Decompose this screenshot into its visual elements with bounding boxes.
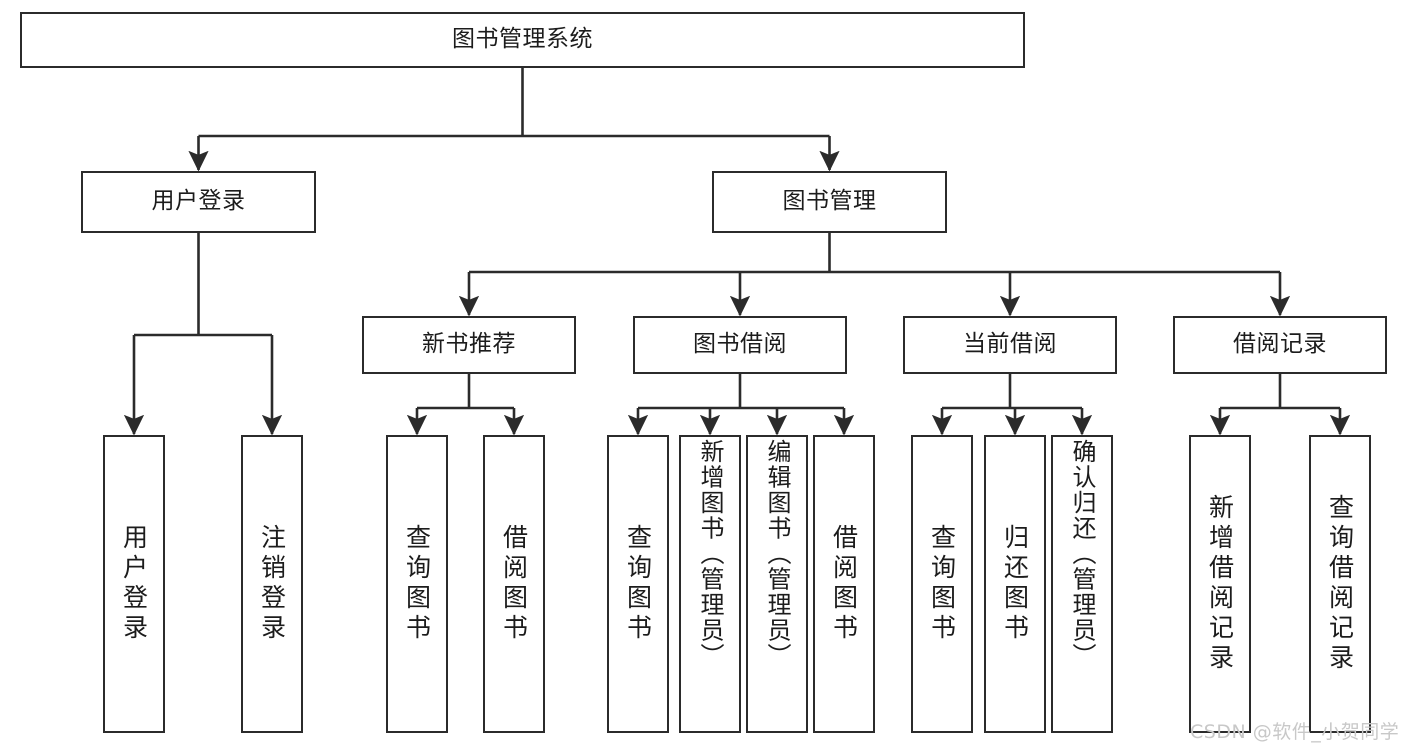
node-label: 查询借阅记录	[1325, 494, 1355, 674]
node-user-login[interactable]: 用户登录	[81, 171, 316, 233]
node-leaf-query-book-1[interactable]: 查询图书	[386, 435, 448, 733]
node-label: 借阅图书	[829, 524, 859, 644]
node-leaf-confirm-return[interactable]: 确认归还（管理员）	[1051, 435, 1113, 733]
node-label: 新增借阅记录	[1205, 494, 1235, 674]
node-book-borrow[interactable]: 图书借阅	[633, 316, 847, 374]
node-label: 注销登录	[257, 524, 287, 644]
node-leaf-add-record[interactable]: 新增借阅记录	[1189, 435, 1251, 733]
node-label: 编辑图书（管理员）	[763, 439, 791, 669]
node-label: 图书借阅	[693, 331, 787, 358]
node-new-book-rec[interactable]: 新书推荐	[362, 316, 576, 374]
edge-group	[123, 68, 1351, 436]
node-label: 确认归还（管理员）	[1068, 439, 1096, 669]
node-leaf-edit-book[interactable]: 编辑图书（管理员）	[746, 435, 808, 733]
node-label: 当前借阅	[963, 331, 1057, 358]
node-leaf-query-record[interactable]: 查询借阅记录	[1309, 435, 1371, 733]
csdn-watermark: CSDN @软件_小贺同学	[1190, 721, 1400, 743]
node-leaf-query-book-3[interactable]: 查询图书	[911, 435, 973, 733]
node-label: 借阅记录	[1233, 331, 1327, 358]
node-label: 新书推荐	[422, 331, 516, 358]
node-label: 用户登录	[119, 524, 149, 644]
node-leaf-logout[interactable]: 注销登录	[241, 435, 303, 733]
node-current-borrow[interactable]: 当前借阅	[903, 316, 1117, 374]
node-label: 查询图书	[402, 524, 432, 644]
node-book-manage[interactable]: 图书管理	[712, 171, 947, 233]
node-label: 图书管理系统	[452, 26, 593, 53]
node-label: 用户登录	[151, 188, 246, 215]
node-label: 归还图书	[1000, 524, 1030, 644]
node-leaf-borrow-book-1[interactable]: 借阅图书	[483, 435, 545, 733]
node-leaf-borrow-book-2[interactable]: 借阅图书	[813, 435, 875, 733]
node-borrow-record[interactable]: 借阅记录	[1173, 316, 1387, 374]
node-label: 新增图书（管理员）	[696, 439, 724, 669]
node-leaf-user-login[interactable]: 用户登录	[103, 435, 165, 733]
node-leaf-return-book[interactable]: 归还图书	[984, 435, 1046, 733]
node-leaf-query-book-2[interactable]: 查询图书	[607, 435, 669, 733]
node-leaf-add-book[interactable]: 新增图书（管理员）	[679, 435, 741, 733]
node-label: 图书管理	[782, 188, 877, 215]
node-root[interactable]: 图书管理系统	[20, 12, 1025, 68]
node-label: 借阅图书	[499, 524, 529, 644]
node-label: 查询图书	[927, 524, 957, 644]
node-label: 查询图书	[623, 524, 653, 644]
